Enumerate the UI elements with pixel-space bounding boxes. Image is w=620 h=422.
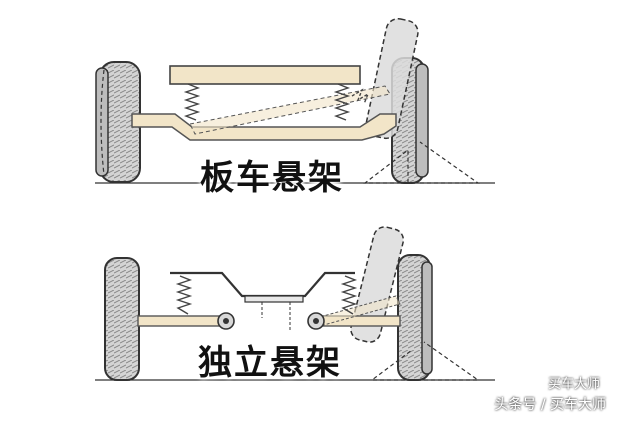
- solid-axle-label: 板车悬架: [200, 158, 344, 198]
- solid-axle-suspension: [95, 18, 495, 184]
- left-wheel-top: [95, 61, 141, 183]
- subframe: [170, 271, 355, 298]
- contact-triangle-bottom: [370, 349, 413, 381]
- watermark-brand: 买车大师: [547, 377, 600, 392]
- chassis-frame-top: [169, 65, 361, 85]
- watermark-text: 头条号 / 买车大师: [494, 397, 606, 413]
- coil-springs-bottom: [175, 275, 358, 315]
- tilted-wheel-top: [365, 18, 419, 140]
- coil-springs-top: [183, 83, 370, 121]
- independent-suspension-label: 独立悬架: [198, 343, 342, 383]
- left-wheel-bottom: [104, 257, 140, 381]
- contact-triangle-top: [363, 148, 409, 184]
- watermark: 头条号 / 买车大师: [494, 394, 606, 414]
- independent-suspension: [95, 226, 495, 381]
- right-wheel-bottom: [397, 254, 433, 381]
- left-control-arm: [137, 315, 231, 327]
